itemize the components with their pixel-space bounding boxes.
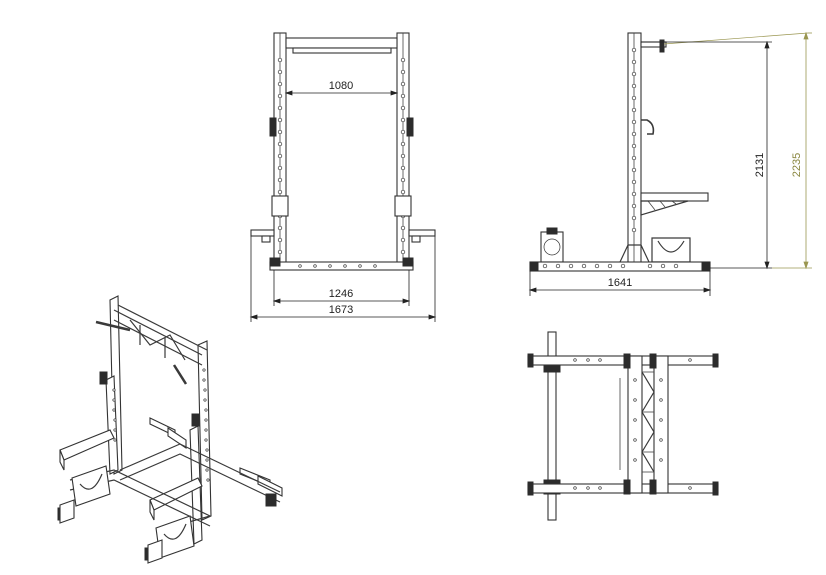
front-view: 1080 1246 1673: [249, 32, 437, 322]
top-view: [527, 331, 719, 521]
dim-front-base-width: 1246: [329, 288, 353, 300]
side-view: 1641 2131 2235: [528, 31, 812, 296]
dim-side-depth: 1641: [608, 277, 632, 289]
isometric-view: [57, 295, 283, 564]
dim-front-overall-width: 1673: [329, 304, 353, 316]
dim-side-height-frame: 2131: [754, 153, 766, 177]
dim-side-height-overall: 2235: [791, 153, 803, 177]
dim-front-inner-width: 1080: [329, 80, 353, 92]
